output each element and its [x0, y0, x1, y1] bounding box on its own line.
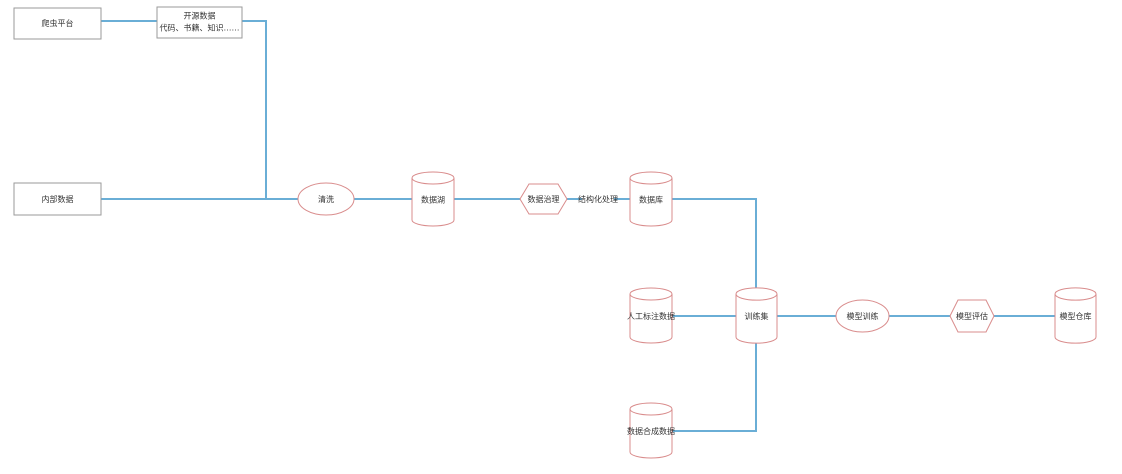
- edge-label-structuring: 结构化处理: [578, 194, 618, 204]
- node-crawler-platform-label: 爬虫平台: [42, 18, 74, 28]
- node-internal-data-box: [13, 182, 102, 216]
- node-data-lake[interactable]: 数据湖: [411, 171, 455, 227]
- node-model-repository-cylinder: [1054, 287, 1097, 344]
- node-training-set-cylinder: [735, 287, 778, 344]
- node-database-label: 数据库: [639, 195, 663, 205]
- node-open-source-data[interactable]: 开源数据 代码、书籍、知识……: [156, 6, 243, 39]
- node-manual-annotation-label: 人工标注数据: [627, 311, 675, 321]
- node-cleaning[interactable]: 清洗: [297, 182, 355, 216]
- node-manual-annotation[interactable]: 人工标注数据: [627, 287, 675, 344]
- node-synthetic-data[interactable]: 数据合成数据: [627, 402, 675, 459]
- edges: [101, 20, 1055, 432]
- node-manual-annotation-top: [629, 293, 673, 301]
- node-cleaning-label: 清洗: [318, 194, 334, 204]
- node-synthetic-data-label: 数据合成数据: [627, 426, 675, 436]
- node-database[interactable]: 数据库: [629, 171, 673, 227]
- node-model-evaluation-label: 模型评估: [956, 311, 988, 321]
- node-synthetic-data-top: [629, 408, 673, 416]
- node-crawler-platform-box: [13, 7, 102, 40]
- node-data-governance-label: 数据治理: [528, 194, 560, 204]
- node-training-set-top: [735, 293, 778, 301]
- node-model-training-label: 模型训练: [847, 311, 879, 321]
- node-model-repository-label: 模型仓库: [1060, 311, 1092, 321]
- node-training-set[interactable]: 训练集: [735, 287, 778, 344]
- node-database-cylinder: [629, 171, 673, 227]
- node-data-lake-label: 数据湖: [421, 195, 445, 205]
- node-model-repository[interactable]: 模型仓库: [1054, 287, 1097, 344]
- node-synthetic-data-cylinder: [629, 402, 673, 459]
- node-cleaning-ellipse: [297, 182, 355, 216]
- node-model-evaluation-hexagon: [949, 299, 995, 333]
- node-data-lake-cylinder: [411, 171, 455, 227]
- node-model-training[interactable]: 模型训练: [835, 299, 890, 333]
- node-database-top: [629, 177, 673, 185]
- edge-bottom-to-center: [672, 343, 757, 432]
- node-crawler-platform[interactable]: 爬虫平台: [13, 7, 102, 40]
- node-model-training-ellipse: [835, 299, 890, 333]
- node-data-lake-top: [411, 177, 455, 185]
- node-open-source-data-line1: 开源数据: [184, 11, 216, 21]
- node-model-evaluation[interactable]: 模型评估: [949, 299, 995, 333]
- node-open-source-data-box: [156, 6, 243, 39]
- node-model-repository-top: [1054, 293, 1097, 301]
- node-internal-data-label: 内部数据: [42, 194, 74, 204]
- node-internal-data[interactable]: 内部数据: [13, 182, 102, 216]
- node-data-governance[interactable]: 数据治理: [519, 183, 568, 215]
- node-training-set-label: 训练集: [745, 311, 769, 321]
- node-manual-annotation-cylinder: [629, 287, 673, 344]
- edge-opensource-to-trunk: [242, 20, 267, 199]
- node-data-governance-hexagon: [519, 183, 568, 215]
- edge-store2-to-center: [672, 198, 757, 288]
- node-open-source-data-line2: 代码、书籍、知识……: [160, 23, 240, 33]
